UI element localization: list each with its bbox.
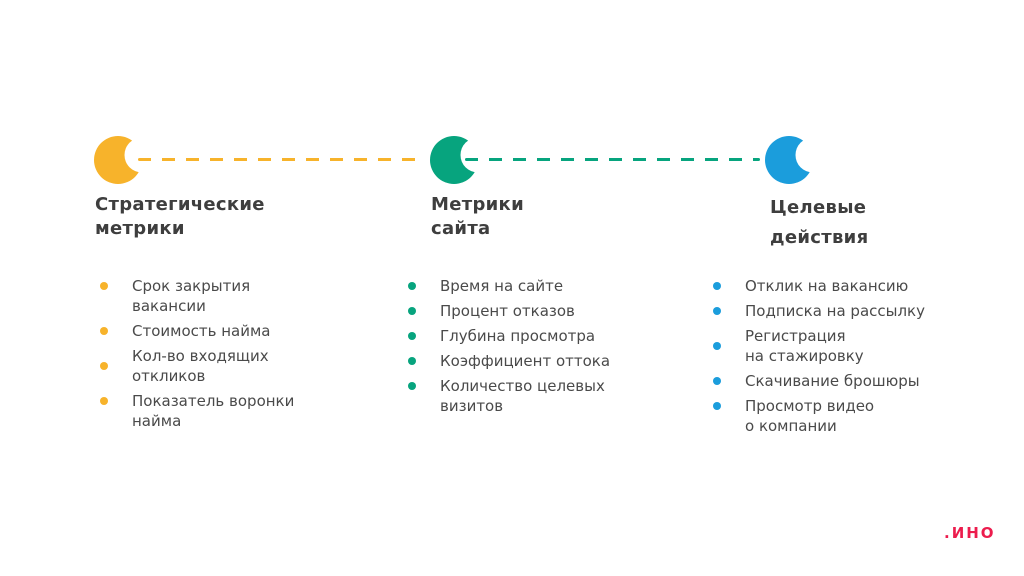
bullet-dot-icon	[713, 307, 721, 315]
list-item-text: Отклик на вакансию	[745, 277, 909, 295]
list-item-text: Скачивание брошюры	[745, 372, 920, 390]
column-title-strategic-metrics: Стратегические метрики	[95, 194, 265, 239]
bullet-dot-icon	[408, 282, 416, 290]
crescent-moon-icon	[94, 136, 142, 184]
list-item: Срок закрытия вакансии	[100, 276, 294, 316]
list-item: Скачивание брошюры	[713, 371, 925, 391]
bullet-dot-icon	[713, 342, 721, 350]
bullet-dot-icon	[100, 362, 108, 370]
bullet-dot-icon	[713, 282, 721, 290]
crescent-moon-icon	[430, 136, 478, 184]
list-item: Коэффициент оттока	[408, 351, 610, 371]
bullet-dot-icon	[100, 397, 108, 405]
list-item: Время на сайте	[408, 276, 610, 296]
list-item: Просмотр видео о компании	[713, 396, 925, 436]
list-item: Процент отказов	[408, 301, 610, 321]
list-item-text: Процент отказов	[440, 302, 575, 320]
list-item: Количество целевых визитов	[408, 376, 610, 416]
list-item-text: Глубина просмотра	[440, 327, 596, 345]
column-title-site-metrics: Метрики сайта	[431, 194, 524, 239]
list-item-text: Кол-во входящих откликов	[132, 347, 269, 385]
list-item: Глубина просмотра	[408, 326, 610, 346]
list-item: Подписка на рассылку	[713, 301, 925, 321]
column-title-target-actions: Целевые действия	[770, 197, 869, 248]
list-item-text: Время на сайте	[440, 277, 564, 295]
list-item-text: Подписка на рассылку	[745, 302, 925, 320]
bullet-dot-icon	[100, 282, 108, 290]
list-item-text: Количество целевых визитов	[440, 377, 605, 415]
list-item-text: Стоимость найма	[132, 322, 271, 340]
list-item-text: Коэффициент оттока	[440, 352, 611, 370]
bullet-dot-icon	[408, 382, 416, 390]
list-item: Регистрация на стажировку	[713, 326, 925, 366]
dashed-connector-segment-green	[465, 158, 760, 161]
list-item-text: Регистрация на стажировку	[745, 327, 864, 365]
metric-list-strategic: Срок закрытия вакансии Стоимость найма К…	[100, 276, 294, 436]
list-item-text: Показатель воронки найма	[132, 392, 295, 430]
list-item: Показатель воронки найма	[100, 391, 294, 431]
bullet-dot-icon	[713, 402, 721, 410]
bullet-dot-icon	[408, 357, 416, 365]
list-item-text: Срок закрытия вакансии	[132, 277, 251, 315]
bullet-dot-icon	[100, 327, 108, 335]
crescent-moon-icon	[765, 136, 813, 184]
list-item: Отклик на вакансию	[713, 276, 925, 296]
brand-logo: .ИНО	[944, 524, 996, 542]
list-item-text: Просмотр видео о компании	[745, 397, 875, 435]
dashed-connector-segment-yellow	[138, 158, 420, 161]
metric-list-site: Время на сайте Процент отказов Глубина п…	[408, 276, 610, 421]
bullet-dot-icon	[408, 307, 416, 315]
bullet-dot-icon	[408, 332, 416, 340]
list-item: Стоимость найма	[100, 321, 294, 341]
metric-list-target-actions: Отклик на вакансию Подписка на рассылку …	[713, 276, 925, 441]
list-item: Кол-во входящих откликов	[100, 346, 294, 386]
bullet-dot-icon	[713, 377, 721, 385]
